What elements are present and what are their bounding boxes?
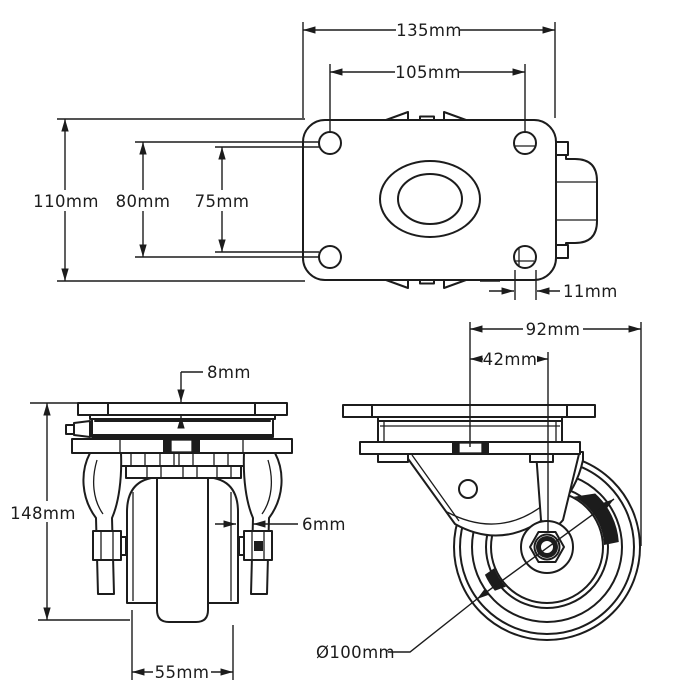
dim-bolt-spacing-width-label: 105mm — [395, 63, 461, 82]
swivel-boss-outer — [379, 160, 481, 238]
dim-wheel-width-label: 55mm — [155, 663, 210, 682]
bolt-hole — [513, 245, 537, 269]
plate-tab — [443, 279, 467, 289]
plate-notch — [419, 279, 435, 285]
side-view: 92mm 42mm Ø100mm — [316, 318, 642, 662]
grease-fitting-cone — [73, 420, 91, 438]
dim-bolt-spacing-inner-label: 75mm — [195, 192, 250, 211]
dim-wall-thickness-label: 6mm — [302, 515, 346, 534]
top-view: 135mm 105mm 110mm 80mm 75mm 11mm — [33, 19, 618, 301]
swivel-boss-inner — [397, 173, 463, 225]
plate-notch — [419, 115, 435, 121]
dim-wheel-diameter-label: Ø100mm — [316, 643, 395, 662]
axle-nut-left — [92, 530, 122, 561]
bolt-hole — [318, 131, 342, 155]
swivel-crown-band — [116, 452, 251, 467]
plate-tab — [385, 279, 409, 289]
dim-overall-width-label: 135mm — [396, 21, 462, 40]
axle-tab-bottom — [555, 244, 569, 259]
bolt-hole — [318, 245, 342, 269]
dim-overall-depth-label: 110mm — [33, 192, 99, 211]
dim-bolt-hole-diameter-label: 11mm — [563, 282, 618, 301]
bolt-hole — [513, 131, 537, 155]
grease-fitting — [65, 424, 75, 435]
front-view: 8mm 148mm 6mm 55mm — [10, 363, 346, 682]
dim-plate-length-label: 92mm — [526, 320, 581, 339]
fork-hole — [458, 479, 478, 499]
dim-bolt-spacing-outer-label: 80mm — [116, 192, 171, 211]
dim-overall-height-label: 148mm — [10, 504, 76, 523]
dim-swivel-offset-label: 42mm — [483, 350, 538, 369]
plate-tab — [385, 111, 409, 121]
fork-tab-left — [377, 453, 409, 463]
dim-plate-thickness-label: 8mm — [207, 363, 251, 382]
plate-tab — [443, 111, 467, 121]
fork-tab-right — [529, 453, 554, 463]
fork-plate-front — [71, 438, 293, 454]
wheel-hub-face — [156, 476, 209, 623]
wheel-profile-top-view — [555, 154, 598, 248]
axle-tab-top — [555, 141, 569, 156]
top-plate-side — [342, 404, 596, 418]
